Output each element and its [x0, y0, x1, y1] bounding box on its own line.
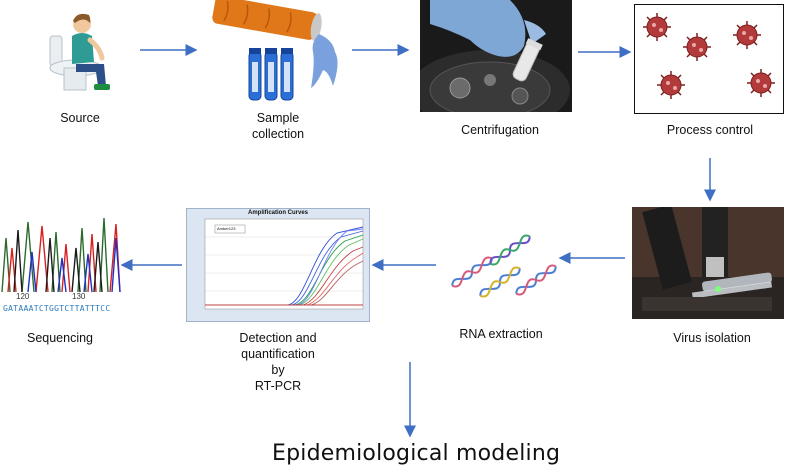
virus-isolation-photo — [632, 207, 784, 319]
detection-label-line2: quantification — [241, 347, 315, 361]
rna-helix-illustration — [440, 220, 560, 300]
sample-collection-label-line1: Sample — [256, 111, 300, 125]
rna-extraction-label: RNA extraction — [459, 327, 543, 341]
virus-isolation-label: Virus isolation — [673, 331, 751, 345]
detection-label-line3: by — [271, 363, 285, 377]
sequence-position-130: 130 — [72, 292, 86, 301]
pcr-plot-title: Amplification Curves — [247, 210, 308, 216]
detection-label: Detection and quantification by RT-PCR — [208, 330, 348, 394]
detection-label-line1: Detection and — [239, 331, 317, 345]
sequence-bases: GATAAATCTGGTCTTATTTCC — [3, 304, 111, 313]
detection-label-line4: RT-PCR — [254, 379, 302, 393]
sample-collection-label-line2: collection — [251, 127, 305, 141]
virus-particles — [642, 12, 776, 100]
sample-collection-illustration — [205, 0, 355, 106]
process-control-label: Process control — [666, 123, 754, 137]
pcr-plot-legend: Amber123 — [217, 226, 236, 231]
sequencing-chromatogram: 120 130 GATAAATCTGGTCTTATTTCC — [0, 208, 122, 320]
sequencing-label: Sequencing — [26, 331, 94, 345]
centrifugation-label: Centrifugation — [461, 123, 539, 137]
centrifugation-photo — [420, 0, 572, 112]
sequence-position-120: 120 — [16, 292, 30, 301]
pcr-amplification-plot: Amplification Curves Amber123 — [186, 208, 370, 322]
epidemiological-modeling-title: Epidemiological modeling — [272, 441, 561, 466]
sample-collection-label: Sample collection — [228, 110, 328, 142]
source-label: Source — [60, 111, 100, 125]
source-illustration — [44, 6, 134, 96]
process-control-box — [634, 4, 784, 114]
